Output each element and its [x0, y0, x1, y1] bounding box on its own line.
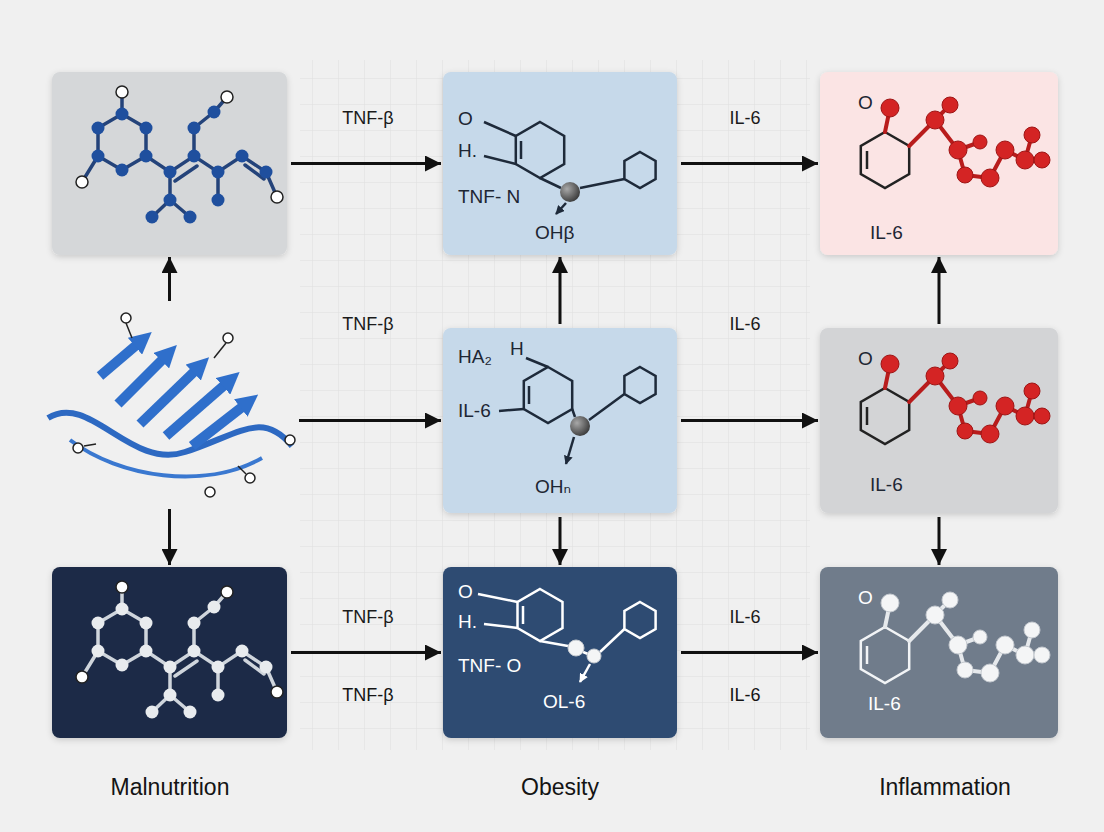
atom-sphere	[560, 182, 580, 202]
text-slot: IL-6	[458, 400, 491, 422]
label-slot: IL-6	[729, 607, 760, 628]
molecule-model	[861, 592, 1050, 683]
structure-label: OHₙ	[535, 476, 571, 498]
label-slot: IL-6	[729, 314, 760, 335]
column-label: Obesity	[521, 774, 599, 800]
arrow-connector	[291, 162, 441, 165]
column-label: Malnutrition	[111, 774, 230, 800]
text-slot: O	[858, 92, 873, 114]
text-slot: HA₂	[458, 346, 492, 368]
molecule-model	[861, 97, 1050, 188]
structure-panel: O H. TNF- N OHβ	[443, 72, 677, 255]
structure-label: IL-6	[458, 400, 491, 422]
text-slot: TNF- O	[458, 655, 521, 677]
text-slot: IL-6	[870, 474, 903, 496]
structure-label: O	[458, 581, 473, 603]
structure-label: H	[510, 338, 524, 360]
label-slot: Malnutrition	[111, 774, 230, 800]
label-slot: Inflammation	[879, 774, 1011, 800]
edge-label: IL-6	[729, 108, 760, 129]
label-slot: TNF-β	[342, 314, 393, 335]
edge-label: IL-6	[729, 607, 760, 628]
arrow-connector	[291, 651, 441, 654]
structure-label: OHβ	[535, 222, 574, 244]
molecule-panel: O IL-6	[820, 328, 1058, 513]
structure-label: O	[858, 587, 873, 609]
protein-ribbon	[45, 305, 295, 505]
edge-label: TNF-β	[342, 108, 393, 129]
arrow-connector	[168, 509, 171, 565]
arrow-connector	[299, 419, 441, 422]
column-label: Inflammation	[879, 774, 1011, 800]
text-slot: IL-6	[870, 222, 903, 244]
text-slot: H	[510, 338, 524, 360]
arrow-connector	[938, 517, 941, 565]
structure-panel: HA₂ H IL-6OHₙ	[443, 328, 677, 513]
edge-label: TNF-β	[342, 314, 393, 335]
molecule-model	[861, 353, 1050, 444]
structure-label: TNF- O	[458, 655, 521, 677]
structure-panel: O H. TNF- O OL-6	[443, 567, 677, 738]
structure-label: TNF- N	[458, 186, 520, 208]
text-slot: H.	[458, 611, 477, 633]
molecule-model	[76, 86, 283, 224]
structure-label: O	[858, 92, 873, 114]
text-slot: OHβ	[535, 222, 574, 244]
text-slot: OL-6	[543, 691, 585, 713]
label-slot: TNF-β	[342, 108, 393, 129]
structure-label: OL-6	[543, 691, 585, 713]
structure-label: H.	[458, 140, 477, 162]
molecule-panel: O IL-6	[820, 567, 1058, 738]
structure-label: HA₂	[458, 346, 492, 368]
label-slot: Obesity	[521, 774, 599, 800]
arrow-connector	[681, 419, 818, 422]
atom-sphere	[568, 640, 601, 663]
arrow-connector	[938, 257, 941, 324]
text-slot: O	[858, 348, 873, 370]
text-slot: IL-6	[868, 693, 901, 715]
label-slot: IL-6	[729, 108, 760, 129]
molecule-panel	[52, 567, 287, 738]
structure-label: O	[858, 348, 873, 370]
arrow-connector	[559, 257, 562, 324]
text-slot: O	[858, 587, 873, 609]
label-slot: IL-6	[729, 685, 760, 706]
text-slot: O	[458, 108, 473, 130]
text-slot: O	[458, 581, 473, 603]
protein-ribbon-art	[48, 313, 295, 497]
molecule-panel: O IL-6	[820, 72, 1058, 255]
arrow-connector	[681, 162, 818, 165]
edge-label: TNF-β	[342, 607, 393, 628]
arrow-connector	[559, 517, 562, 565]
edge-label: IL-6	[729, 314, 760, 335]
label-slot: TNF-β	[342, 685, 393, 706]
structure-drawing	[499, 358, 656, 464]
molecule-model	[76, 581, 283, 719]
structure-label: IL-6	[870, 222, 903, 244]
panel-backgrounds	[52, 72, 1058, 738]
edge-caption: TNF-β	[342, 685, 393, 706]
structure-label: O	[458, 108, 473, 130]
edge-caption: IL-6	[729, 685, 760, 706]
text-slot: OHₙ	[535, 476, 571, 498]
structure-label: IL-6	[868, 693, 901, 715]
arrow-connector	[168, 257, 171, 301]
structure-label: IL-6	[870, 474, 903, 496]
structure-label: H.	[458, 611, 477, 633]
label-slot: TNF-β	[342, 607, 393, 628]
atom-sphere	[570, 416, 590, 436]
molecule-panel	[52, 72, 287, 255]
text-slot: TNF- N	[458, 186, 520, 208]
text-slot: H.	[458, 140, 477, 162]
arrow-connector	[681, 651, 818, 654]
